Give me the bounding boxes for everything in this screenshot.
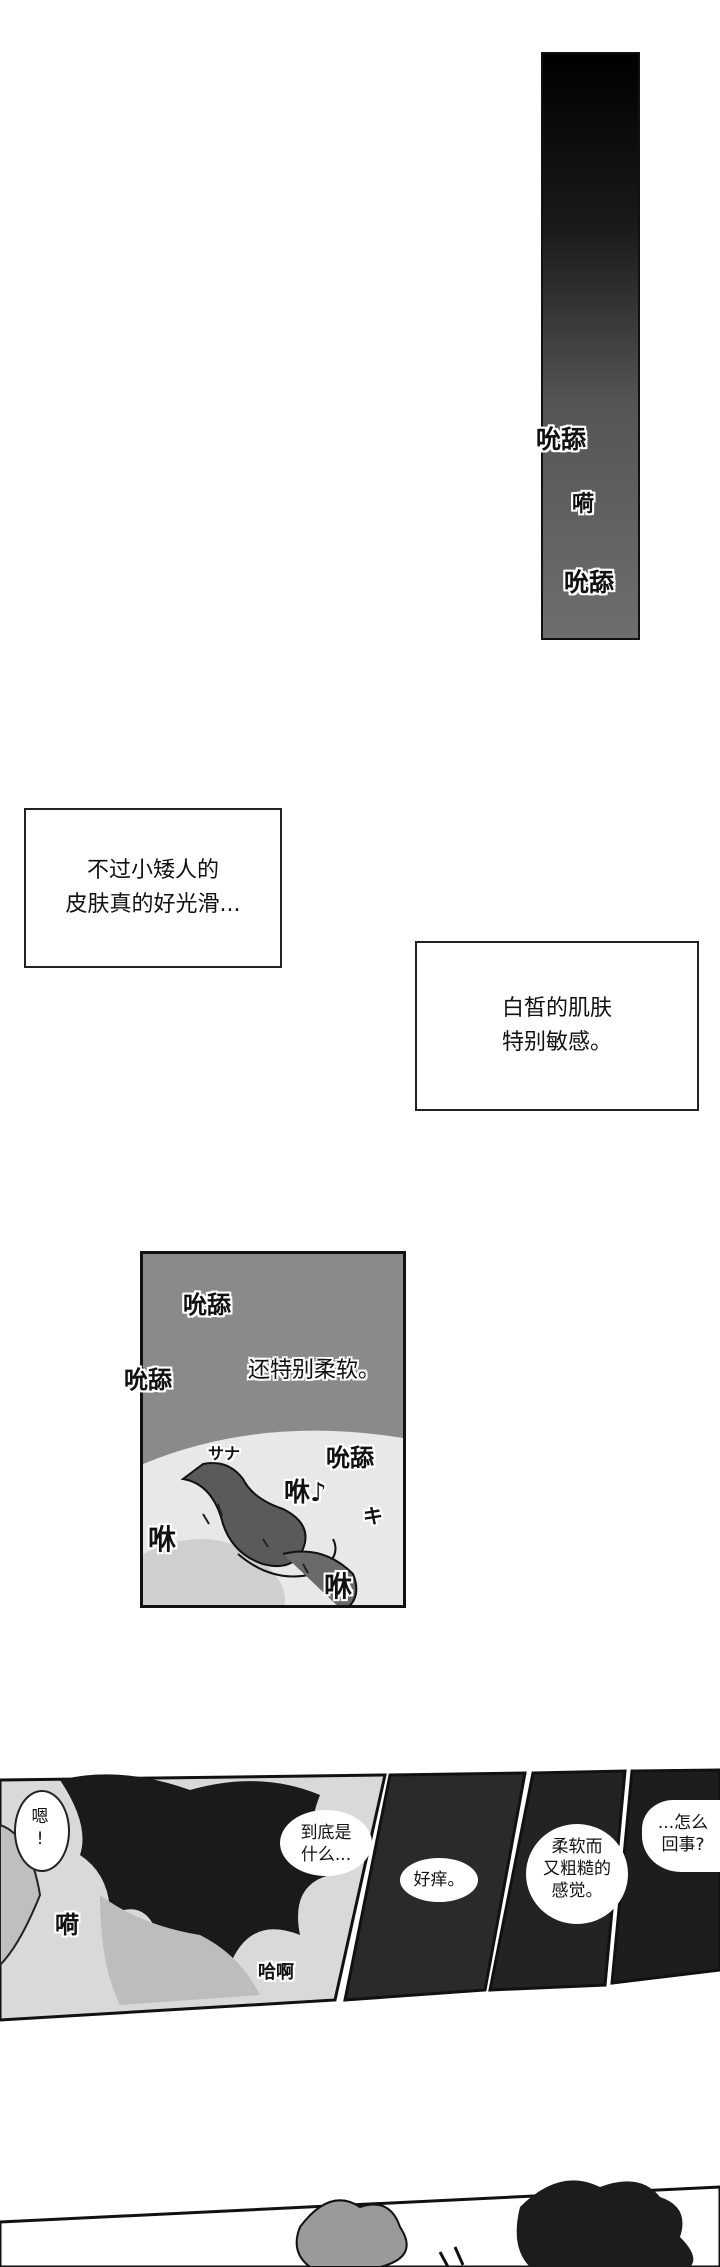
sfx-he-strip: 嗬 (55, 1911, 79, 1939)
bubble-en (14, 1790, 70, 1872)
sfx-xiu-1: 咻 (148, 1523, 177, 1556)
bubble-soft-rough-text: 柔软而 又粗糙的 感觉。 (543, 1837, 611, 1901)
sfx-xiu-3: 咻 (324, 1570, 353, 1603)
sfx-lick-top: 吮舔 (183, 1291, 231, 1319)
sfx-xiu-2: 咻♪ (284, 1478, 327, 1508)
sfx-lick-2: 吮舔 (564, 568, 615, 597)
bubble-what-happened-text: ...怎么 回事? (657, 1813, 709, 1855)
sfx-he: 嗬 (572, 492, 595, 517)
bubble-en-text: 嗯 ! (31, 1807, 49, 1849)
bottom-panel (0, 2180, 720, 2267)
panel-gradient (541, 52, 640, 640)
tail-illustration (143, 1430, 403, 1605)
narration-1-line-1: 不过小矮人的 (86, 858, 219, 883)
narration-box-2: 白皙的肌肤 特别敏感。 (415, 941, 699, 1111)
narration-1-line-2: 皮肤真的好光滑... (65, 892, 241, 917)
bubble-soft-rough (526, 1824, 628, 1924)
sfx-lick-1: 吮舔 (536, 425, 587, 454)
narration-2-line-1: 白皙的肌肤 (501, 996, 612, 1021)
narration-2-line-2: 特别敏感。 (501, 1030, 612, 1055)
bubble-itchy (400, 1858, 478, 1902)
sfx-small: サナ (208, 1444, 241, 1463)
narration-box-1: 不过小矮人的 皮肤真的好光滑... (24, 808, 282, 968)
sfx-lick-left: 吮舔 (124, 1366, 172, 1394)
panel-tail (140, 1251, 406, 1608)
bubble-what (280, 1810, 372, 1876)
caption-soft: 还特别柔软。 (248, 1358, 381, 1383)
bubble-what-text: 到底是 什么... (300, 1823, 352, 1865)
sfx-ki: キ (363, 1504, 383, 1528)
bubble-what-happened (642, 1800, 720, 1872)
bubble-itchy-text: 好痒。 (413, 1870, 465, 1890)
sfx-haa: 哈啊 (258, 1962, 294, 1983)
sfx-lick-right: 吮舔 (326, 1444, 374, 1472)
